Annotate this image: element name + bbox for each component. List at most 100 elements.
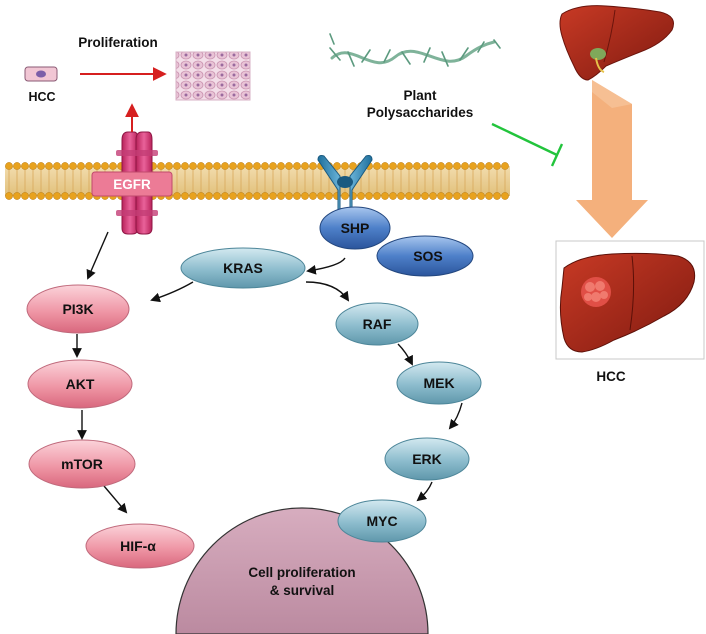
- phospholipid-head: [5, 162, 13, 170]
- phospholipid-head: [85, 162, 93, 170]
- phospholipid-head: [485, 162, 493, 170]
- phospholipid-head: [237, 192, 245, 200]
- phospholipid-head: [21, 162, 29, 170]
- phospholipid-head: [341, 162, 349, 170]
- phospholipid-head: [173, 192, 181, 200]
- phospholipid-head: [269, 192, 277, 200]
- phospholipid-head: [477, 192, 485, 200]
- phospholipid-head: [301, 192, 309, 200]
- phospholipid-head: [53, 192, 61, 200]
- shp-receptor-icon: [317, 155, 373, 213]
- phospholipid-head: [501, 162, 509, 170]
- phospholipid-head: [413, 162, 421, 170]
- phospholipid-head: [277, 192, 285, 200]
- phospholipid-head: [381, 192, 389, 200]
- phospholipid-head: [469, 192, 477, 200]
- phospholipid-head: [309, 192, 317, 200]
- hcc-liver-image: [555, 240, 705, 360]
- phospholipid-head: [317, 192, 325, 200]
- phospholipid-head: [253, 162, 261, 170]
- node-kras: KRAS: [180, 247, 306, 289]
- phospholipid-head: [461, 192, 469, 200]
- plant-polysaccharides-label-line2: Polysaccharides: [367, 105, 474, 120]
- phospholipid-head: [221, 162, 229, 170]
- node-mek: MEK: [396, 361, 482, 405]
- phospholipid-head: [445, 162, 453, 170]
- phospholipid-head: [109, 162, 117, 170]
- phospholipid-head: [341, 192, 349, 200]
- phospholipid-head: [45, 162, 53, 170]
- node-shp: SHP: [319, 206, 391, 250]
- phospholipid-head: [45, 192, 53, 200]
- phospholipid-head: [437, 162, 445, 170]
- phospholipid-head: [285, 192, 293, 200]
- phospholipid-head: [229, 162, 237, 170]
- phospholipid-head: [469, 162, 477, 170]
- node-akt-label: AKT: [66, 376, 95, 392]
- phospholipid-head: [453, 192, 461, 200]
- node-kras-label: KRAS: [223, 260, 263, 276]
- plant-polysaccharides-label-line1: Plant: [403, 88, 437, 103]
- phospholipid-head: [13, 192, 21, 200]
- phospholipid-head: [373, 162, 381, 170]
- node-sos: SOS: [376, 235, 474, 277]
- phospholipid-head: [421, 162, 429, 170]
- cell-membrane: [5, 162, 510, 200]
- phospholipid-head: [245, 192, 253, 200]
- phospholipid-head: [181, 192, 189, 200]
- phospholipid-head: [61, 192, 69, 200]
- phospholipid-head: [101, 162, 109, 170]
- phospholipid-head: [421, 192, 429, 200]
- phospholipid-head: [445, 192, 453, 200]
- phospholipid-head: [253, 192, 261, 200]
- hcc-liver-label: HCC: [596, 369, 625, 384]
- phospholipid-head: [77, 162, 85, 170]
- phospholipid-head: [389, 162, 397, 170]
- phospholipid-head: [213, 192, 221, 200]
- phospholipid-head: [405, 192, 413, 200]
- phospholipid-head: [77, 192, 85, 200]
- phospholipid-head: [157, 162, 165, 170]
- phospholipid-head: [285, 162, 293, 170]
- phospholipid-head: [333, 162, 341, 170]
- phospholipid-head: [165, 162, 173, 170]
- phospholipid-head: [453, 162, 461, 170]
- phospholipid-head: [493, 192, 501, 200]
- phospholipid-head: [325, 192, 333, 200]
- phospholipid-head: [69, 162, 77, 170]
- phospholipid-head: [429, 192, 437, 200]
- node-erk-label: ERK: [412, 451, 442, 467]
- inhibition-symbol: [491, 122, 564, 167]
- phospholipid-head: [365, 192, 373, 200]
- phospholipid-head: [437, 192, 445, 200]
- node-erk: ERK: [384, 437, 470, 481]
- phospholipid-head: [397, 162, 405, 170]
- progression-arrow-head-highlight: [592, 80, 632, 108]
- cell-proliferation-label-line2: & survival: [270, 583, 335, 598]
- phospholipid-head: [53, 162, 61, 170]
- phospholipid-head: [189, 162, 197, 170]
- phospholipid-head: [181, 162, 189, 170]
- node-mtor-label: mTOR: [61, 456, 103, 472]
- node-mek-label: MEK: [423, 375, 454, 391]
- progression-arrow: [576, 80, 648, 238]
- node-myc-label: MYC: [366, 513, 397, 529]
- phospholipid-head: [477, 162, 485, 170]
- phospholipid-head: [429, 162, 437, 170]
- phospholipid-head: [373, 192, 381, 200]
- phospholipid-head: [493, 162, 501, 170]
- phospholipid-head: [61, 162, 69, 170]
- node-shp-label: SHP: [341, 220, 370, 236]
- phospholipid-head: [389, 192, 397, 200]
- phospholipid-head: [69, 192, 77, 200]
- node-hif: HIF-α: [85, 523, 195, 569]
- phospholipid-head: [205, 162, 213, 170]
- phospholipid-head: [261, 162, 269, 170]
- phospholipid-head: [21, 192, 29, 200]
- phospholipid-head: [293, 192, 301, 200]
- healthy-liver-icon: [559, 5, 674, 81]
- phospholipid-head: [93, 162, 101, 170]
- phospholipid-head: [405, 162, 413, 170]
- phospholipid-head: [309, 162, 317, 170]
